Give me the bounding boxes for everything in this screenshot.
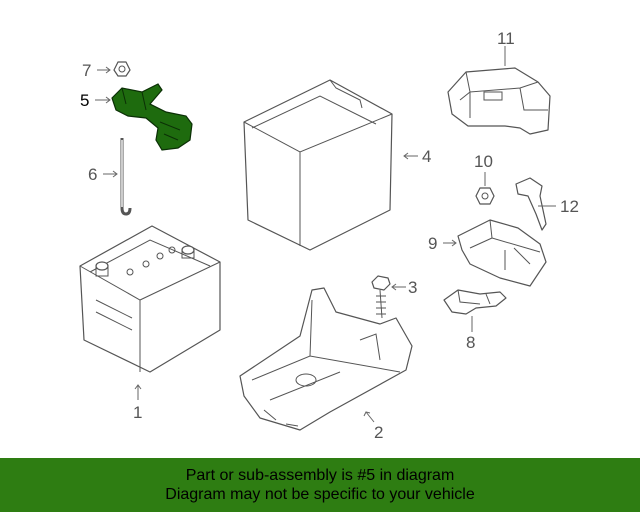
part-12-bracket [515, 177, 547, 231]
callout-3: 3 [408, 278, 418, 297]
callout-12: 12 [560, 197, 579, 216]
info-banner: Part or sub-assembly is #5 in diagram Di… [0, 458, 640, 512]
callout-6: 6 [88, 165, 98, 184]
callout-7: 7 [82, 61, 92, 80]
part-7-nut [113, 61, 131, 77]
part-3-bolt [371, 275, 391, 319]
banner-line-disclaimer: Diagram may not be specific to your vehi… [165, 486, 475, 503]
part-1-battery [79, 225, 221, 373]
callout-4: 4 [422, 147, 432, 166]
callout-9: 9 [428, 234, 438, 253]
part-11-fuse-cover [447, 67, 551, 135]
callout-1: 1 [133, 403, 143, 422]
callout-5: 5 [80, 91, 90, 110]
part-2-battery-tray [239, 287, 413, 431]
part-8-sensor [443, 289, 507, 315]
callout-8: 8 [466, 333, 476, 352]
banner-line-part: Part or sub-assembly is #5 in diagram [185, 467, 455, 484]
part-9-fuse-holder [457, 219, 547, 287]
part-4-battery-insulator [243, 79, 393, 251]
callout-2: 2 [374, 423, 384, 442]
callout-10: 10 [474, 152, 493, 171]
part-10-nut [475, 187, 495, 205]
part-6-hold-down-rod [120, 138, 132, 216]
callout-11: 11 [497, 29, 515, 48]
part-5-hold-down-bracket [111, 83, 193, 151]
parts-diagram [79, 46, 556, 431]
